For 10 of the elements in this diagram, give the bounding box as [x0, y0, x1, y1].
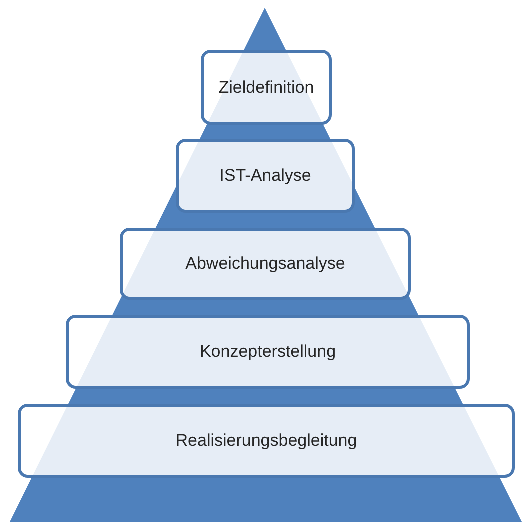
- level-label: Konzepterstellung: [200, 342, 336, 361]
- level-label: Zieldefinition: [218, 78, 314, 96]
- level-label: IST-Analyse: [220, 166, 312, 185]
- level-box: [66, 315, 470, 389]
- level-box: [201, 50, 332, 125]
- level-box: [176, 139, 355, 213]
- level-box: [120, 228, 411, 300]
- level-box: [18, 404, 515, 478]
- level-label: Realisierungsbegleitung: [176, 431, 358, 450]
- level-label: Abweichungsanalyse: [186, 254, 346, 273]
